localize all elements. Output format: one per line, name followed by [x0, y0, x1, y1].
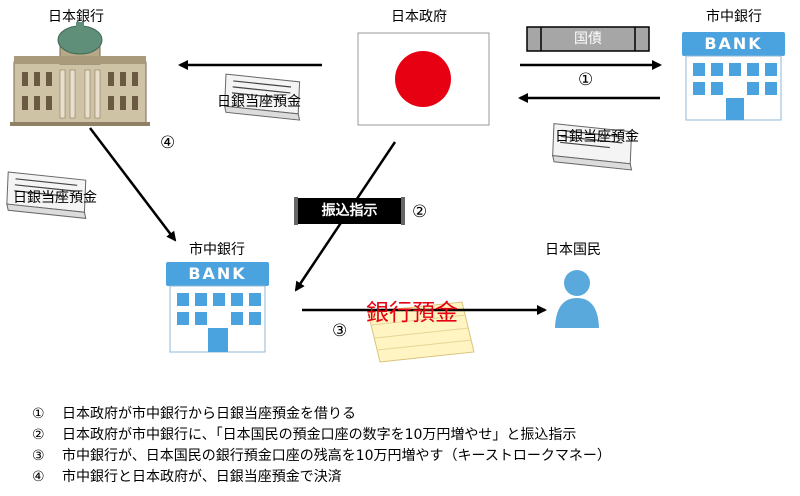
passbook-right-icon	[552, 123, 633, 171]
legend-item-text: 日本政府が市中銀行に、「日本国民の預金口座の数字を10万円増やせ」と振込指示	[62, 427, 577, 443]
bank-deposit-paper-icon	[367, 301, 475, 363]
step-2-marker: ②	[412, 202, 428, 222]
legend-item-number: ①	[32, 406, 45, 422]
bank-deposit-label: 銀行預金	[366, 300, 458, 326]
bank-top-sign: BANK	[704, 34, 763, 53]
boj-deposit-right-label: 日銀当座預金	[555, 129, 639, 145]
boj-label: 日本銀行	[48, 9, 104, 25]
transfer-order-label: 振込指示	[321, 203, 378, 219]
legend-item-text: 市中銀行と日本政府が、日銀当座預金で決済	[62, 469, 342, 485]
legend-item: ② 日本政府が市中銀行に、「日本国民の預金口座の数字を10万円増やせ」と振込指示	[32, 427, 576, 444]
bond-certificate-icon	[526, 26, 650, 52]
bank-top-icon	[682, 32, 785, 121]
bond-label: 国債	[574, 31, 602, 47]
legend-item-text: 日本政府が市中銀行から日銀当座預金を借りる	[62, 406, 356, 422]
legend-item: ③ 市中銀行が、日本国民の銀行預金口座の残高を10万円増やす（キーストロークマネー…	[32, 448, 611, 465]
passbook-left-icon	[6, 171, 87, 219]
legend-item-number: ④	[32, 469, 45, 485]
boj-deposit-top-label: 日銀当座預金	[217, 94, 301, 110]
boj-deposit-left-label: 日銀当座預金	[13, 190, 97, 206]
arrow-gov-to-bank-mid	[294, 141, 397, 292]
legend-item: ① 日本政府が市中銀行から日銀当座預金を借りる	[32, 406, 356, 423]
boj-building-icon	[10, 22, 150, 126]
bank-mid-label: 市中銀行	[189, 242, 245, 258]
legend-item-text: 市中銀行が、日本国民の銀行預金口座の残高を10万円増やす（キーストロークマネー）	[62, 448, 611, 464]
citizens-label: 日本国民	[545, 242, 601, 258]
legend-item-number: ②	[32, 427, 45, 443]
citizen-person-icon	[555, 270, 599, 328]
arrow-boj-to-bank-mid	[89, 127, 177, 242]
step-4-marker: ④	[160, 133, 176, 153]
legend-item: ④ 市中銀行と日本政府が、日銀当座預金で決済	[32, 469, 342, 486]
bank-top-label: 市中銀行	[706, 9, 762, 25]
bank-mid-icon	[166, 262, 269, 353]
passbook-top-icon	[223, 73, 301, 121]
legend-item-number: ③	[32, 448, 45, 464]
japan-flag-icon	[357, 32, 490, 126]
government-label: 日本政府	[391, 9, 447, 25]
step-1-marker: ①	[578, 70, 594, 90]
step-3-marker: ③	[332, 321, 348, 341]
bank-mid-sign: BANK	[188, 264, 247, 283]
